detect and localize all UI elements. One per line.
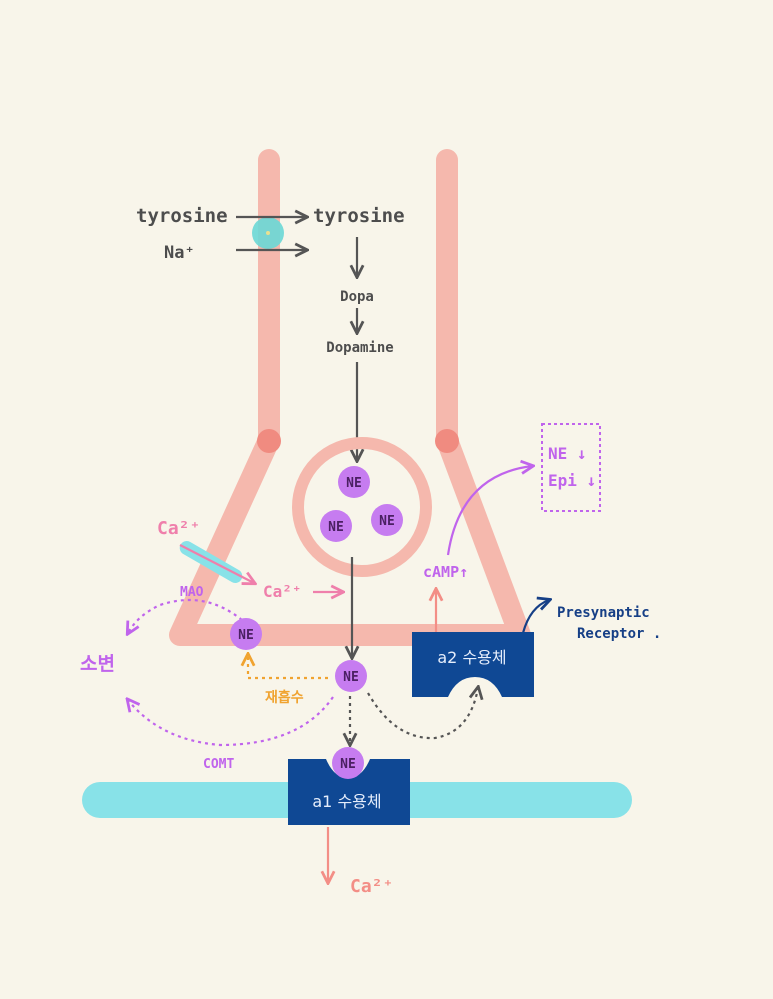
ne-epi-box	[541, 423, 601, 512]
transporter-dot	[266, 231, 270, 235]
comt-label: COMT	[203, 757, 234, 772]
ne-to-a2-arrow	[367, 688, 478, 740]
reuptake-label: 재흡수	[265, 689, 304, 706]
synaptic-vesicle	[292, 437, 432, 577]
ne-molecule-vesicle-2: NE	[320, 510, 352, 542]
calcium-in-label: Ca²⁺	[157, 518, 200, 539]
epi-decrease-label: Epi ↓	[548, 471, 596, 490]
tyrosine-outside-label: tyrosine	[136, 205, 228, 227]
ne-decrease-label: NE ↓	[548, 444, 587, 463]
ne-molecule-mao: NE	[230, 618, 262, 650]
excretion-label: 소변	[80, 653, 115, 675]
svg-text:NE: NE	[238, 628, 254, 643]
ne-molecule-cleft: NE	[335, 660, 367, 692]
svg-text:NE: NE	[343, 670, 359, 685]
calcium-mid-label: Ca²⁺	[263, 582, 302, 601]
calcium-out-label: Ca²⁺	[350, 876, 393, 897]
ne-molecule-vesicle-3: NE	[371, 504, 403, 536]
sodium-label: Na⁺	[164, 243, 195, 263]
mao-label: MAO	[180, 585, 204, 600]
a2-receptor-label: a2 수용체	[437, 648, 506, 667]
a1-receptor-label: a1 수용체	[312, 792, 381, 811]
receptor-label: Receptor .	[577, 626, 661, 642]
presynaptic-neuron	[169, 149, 531, 646]
a1-receptor	[288, 759, 410, 825]
camp-effect-arrow	[446, 466, 532, 556]
dopamine-label: Dopamine	[326, 340, 393, 356]
presynaptic-receptor-arrow	[521, 600, 549, 634]
reuptake-arrow	[248, 655, 328, 680]
calcium-influx-arrow	[179, 544, 254, 583]
presynaptic-label: Presynaptic	[557, 605, 650, 621]
svg-text:NE: NE	[340, 757, 356, 772]
svg-text:NE: NE	[328, 520, 344, 535]
tyrosine-inside-label: tyrosine	[313, 205, 405, 227]
comt-degradation-arrow	[128, 696, 334, 747]
dopa-label: Dopa	[340, 289, 374, 305]
neuron-node-left	[257, 429, 281, 453]
neuron-node-right	[435, 429, 459, 453]
svg-text:NE: NE	[346, 476, 362, 491]
camp-label: cAMP↑	[423, 563, 468, 581]
ne-molecule-vesicle-1: NE	[338, 466, 370, 498]
svg-text:NE: NE	[379, 514, 395, 529]
ne-molecule-bound: NE	[332, 747, 364, 779]
a2-receptor	[412, 632, 534, 697]
